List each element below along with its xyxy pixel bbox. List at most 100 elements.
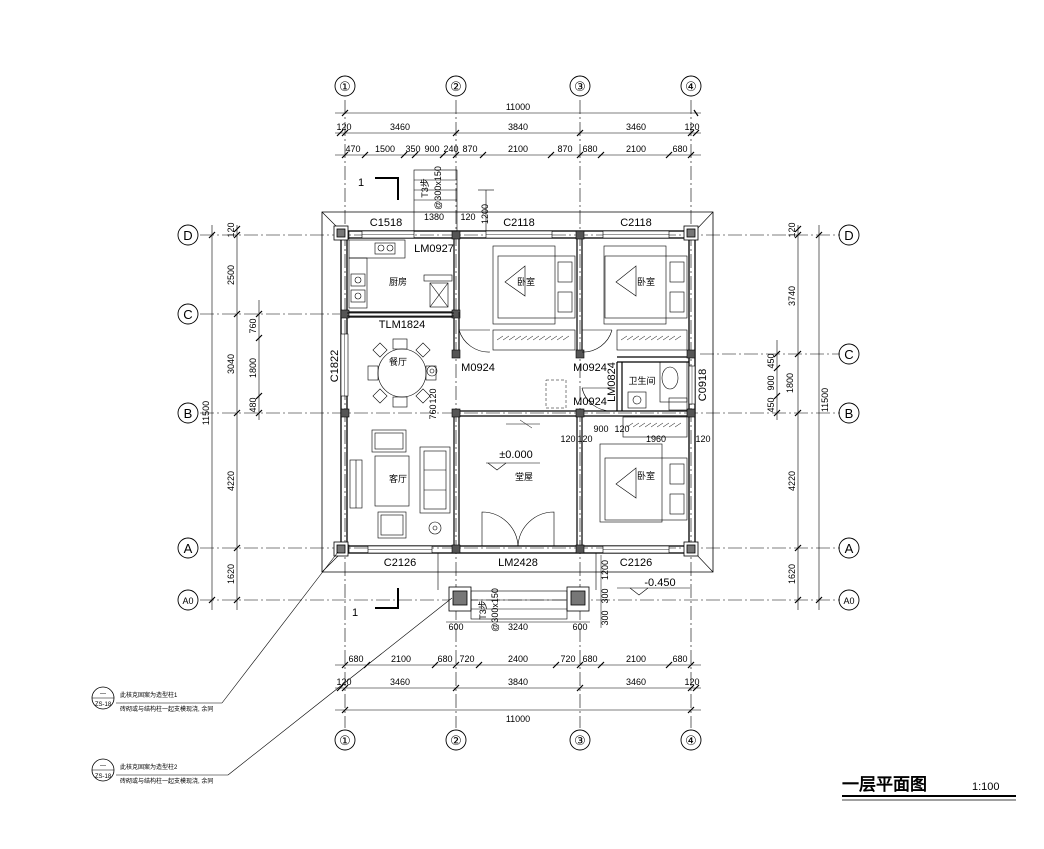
svg-text:1200: 1200	[600, 560, 610, 580]
bedroom-2-furniture	[603, 245, 688, 325]
label-c2126-b: C2126	[620, 557, 652, 569]
living-room-furniture	[349, 429, 451, 539]
wardrobe-hangers	[496, 335, 682, 428]
dim-bottom-total: 11000	[506, 714, 530, 724]
svg-text:120: 120	[614, 424, 629, 434]
svg-text:300: 300	[600, 610, 610, 625]
svg-text:900: 900	[424, 144, 439, 154]
svg-text:3460: 3460	[626, 122, 646, 132]
dim-right-details: 450 900 450 1800	[766, 353, 795, 412]
svg-text:3460: 3460	[626, 677, 646, 687]
rear-steps	[413, 169, 494, 232]
svg-text:120: 120	[560, 434, 575, 444]
svg-text:3040: 3040	[226, 354, 236, 374]
svg-text:1500: 1500	[375, 144, 395, 154]
sliding-door-tlm1824	[347, 312, 454, 317]
svg-text:2500: 2500	[226, 265, 236, 285]
axis-bubble-4-top: ④	[680, 75, 702, 97]
dim-misc: 1380 120 1200 120 120 900 120 1960 120 7…	[424, 204, 711, 632]
window-glass-lines	[344, 234, 693, 550]
axis-bubble-1-bottom: ①	[334, 729, 356, 751]
svg-text:870: 870	[557, 144, 572, 154]
floor-level-marks	[486, 462, 690, 596]
dimension-lines	[211, 112, 820, 711]
axis-bubble-1-top: ①	[334, 75, 356, 97]
svg-text:2100: 2100	[626, 144, 646, 154]
svg-text:3840: 3840	[508, 122, 528, 132]
room-dining: 餐厅	[389, 356, 407, 367]
room-living: 客厅	[389, 473, 407, 484]
label-c2118-a: C2118	[503, 217, 535, 229]
label-lm0824: LM0824	[606, 362, 618, 402]
svg-text:—: —	[100, 763, 106, 769]
svg-text:3460: 3460	[390, 677, 410, 687]
svg-text:760: 760	[248, 318, 258, 333]
svg-text:600: 600	[448, 622, 463, 632]
axis-bubble-C-right: C	[838, 343, 860, 365]
label-m0924-a: M0924	[461, 362, 495, 374]
svg-text:此核克固案为造型柱1: 此核克固案为造型柱1	[120, 691, 178, 699]
svg-text:③: ③	[574, 733, 586, 748]
svg-text:1380: 1380	[424, 212, 444, 222]
label-c1822: C1822	[329, 350, 341, 382]
svg-text:680: 680	[437, 654, 452, 664]
svg-text:1620: 1620	[787, 564, 797, 584]
svg-text:120: 120	[787, 222, 797, 237]
svg-text:120: 120	[460, 212, 475, 222]
svg-text:680: 680	[582, 144, 597, 154]
room-bedroom-2: 卧室	[637, 276, 655, 287]
interior-walls	[347, 238, 689, 546]
axis-bubble-D-right: D	[838, 224, 860, 246]
svg-text:720: 720	[560, 654, 575, 664]
svg-text:900: 900	[766, 375, 776, 390]
svg-text:1800: 1800	[248, 358, 258, 378]
axis-bubble-A0-left: A0	[177, 589, 199, 611]
svg-text:①: ①	[339, 79, 351, 94]
svg-text:240: 240	[443, 144, 458, 154]
axis-bubble-A0-right: A0	[838, 589, 860, 611]
eaves-corner-lines	[321, 211, 714, 573]
axis-bubble-B-right: B	[838, 402, 860, 424]
svg-text:680: 680	[672, 654, 687, 664]
room-bedroom-1: 卧室	[517, 276, 535, 287]
svg-text:600: 600	[572, 622, 587, 632]
rear-stair-spec: @300x150	[433, 166, 443, 210]
svg-text:300: 300	[600, 588, 610, 603]
note-1: — ZS-18 此核克固案为造型柱1 砖砌或与结构柱一起支模现浇, 余同	[91, 686, 213, 713]
svg-text:2400: 2400	[508, 654, 528, 664]
dim-top-total: 11000	[506, 102, 530, 112]
decorative-columns	[333, 225, 699, 612]
svg-text:1620: 1620	[226, 564, 236, 584]
drawing-title: 一层平面图	[842, 775, 927, 794]
axis-bubble-3-top: ③	[569, 75, 591, 97]
kitchen-fixtures	[348, 239, 449, 309]
room-bedroom-3: 卧室	[637, 470, 655, 481]
axis-bubble-A-left: A	[177, 537, 199, 559]
svg-text:A: A	[845, 541, 854, 556]
svg-text:720: 720	[459, 654, 474, 664]
axis-bubble-A-right: A	[838, 537, 860, 559]
svg-text:C: C	[844, 347, 853, 362]
svg-text:2100: 2100	[626, 654, 646, 664]
axis-bubble-D-left: D	[177, 224, 199, 246]
front-porch	[437, 553, 597, 620]
level-floor: ±0.000	[499, 449, 533, 461]
svg-text:680: 680	[672, 144, 687, 154]
svg-text:—: —	[100, 691, 106, 697]
dim-right-segments: 120 3740 4220 1620	[787, 222, 797, 584]
label-c0918: C0918	[697, 369, 709, 401]
dim-left-details: 760 1800 480	[248, 318, 258, 412]
bathroom-fixtures	[627, 361, 688, 411]
dim-bottom-segments: 120 3460 3840 3460 120	[336, 677, 699, 687]
svg-text:2100: 2100	[508, 144, 528, 154]
svg-text:3740: 3740	[787, 286, 797, 306]
svg-text:1960: 1960	[646, 434, 666, 444]
svg-text:480: 480	[248, 397, 258, 412]
svg-text:④: ④	[685, 79, 697, 94]
svg-text:120: 120	[695, 434, 710, 444]
room-bath: 卫生间	[628, 375, 655, 386]
note-leaders	[116, 551, 453, 776]
axis-bubble-B-left: B	[177, 402, 199, 424]
svg-text:③: ③	[574, 79, 586, 94]
